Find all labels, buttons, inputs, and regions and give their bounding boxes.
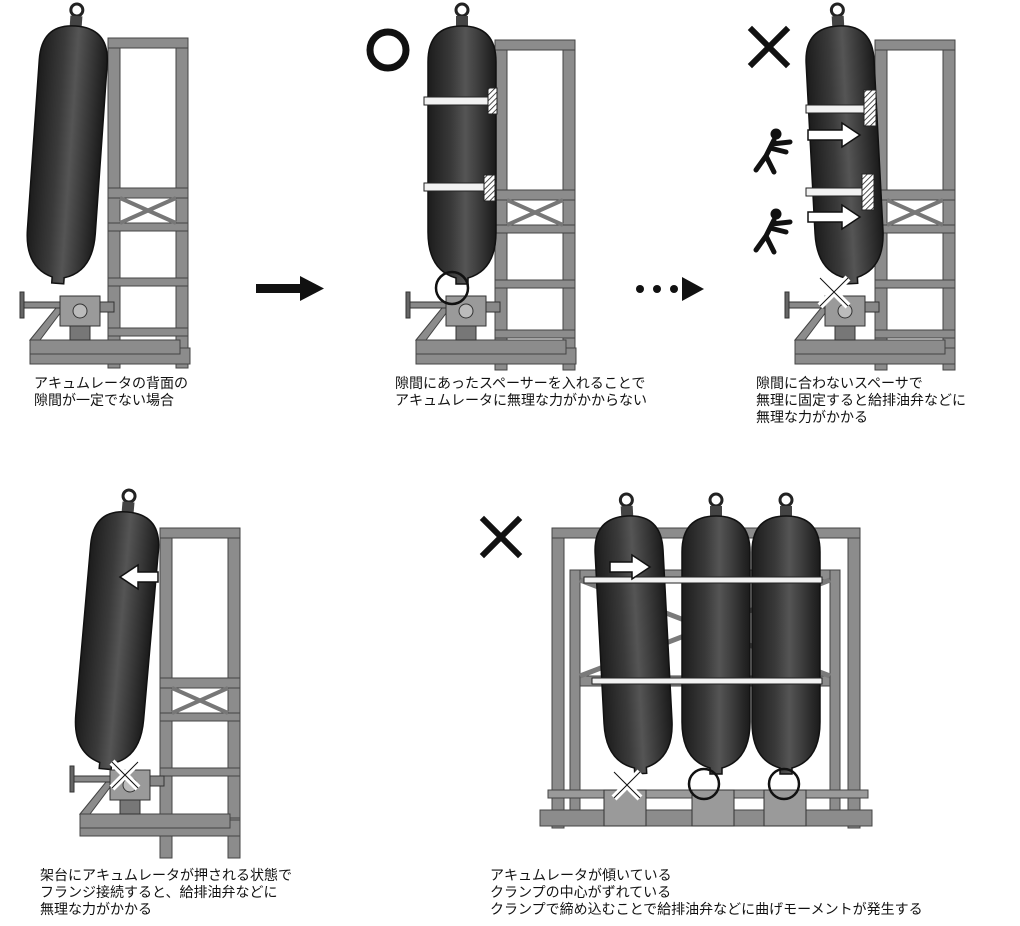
caption-line: 隙間に合わないスペーサで bbox=[756, 376, 923, 392]
caption-line: 隙間が一定でない場合 bbox=[34, 393, 174, 409]
arrow-icon bbox=[256, 276, 324, 301]
bad-mark-icon bbox=[747, 25, 791, 69]
caption-line: アキュムレータの背面の bbox=[34, 376, 188, 392]
case3-illustration bbox=[756, 0, 957, 372]
caption-line: フランジ接続すると、給排油弁などに bbox=[40, 885, 278, 901]
case2-illustration bbox=[405, 2, 577, 372]
caption-case3: 隙間に合わないスペーサで 無理に固定すると給排油弁などに 無理な力がかかる bbox=[756, 376, 966, 427]
caption-line: クランプで締め込むことで給排油弁などに曲げモーメントが発生する bbox=[490, 902, 923, 918]
caption-line: 無理な力がかかる bbox=[756, 410, 868, 426]
case4-illustration bbox=[69, 485, 242, 860]
caption-line: 無理に固定すると給排油弁などに bbox=[756, 393, 966, 409]
caption-case1: アキュムレータの背面の 隙間が一定でない場合 bbox=[34, 376, 188, 410]
caption-line: アキュムレータに無理な力がかからない bbox=[395, 393, 647, 409]
case1-illustration bbox=[19, 0, 191, 370]
ok-connection-circle bbox=[434, 270, 470, 306]
caption-line: 架台にアキュムレータが押される状態で bbox=[40, 868, 292, 884]
caption-line: アキュムレータが傾いている bbox=[490, 868, 672, 884]
bad-mark-icon bbox=[479, 515, 523, 559]
case5-illustration bbox=[539, 490, 873, 829]
caption-case5: アキュムレータが傾いている クランプの中心がずれている クランプで締め込むことで… bbox=[490, 868, 923, 919]
caption-case2: 隙間にあったスペーサーを入れることで アキュムレータに無理な力がかからない bbox=[395, 376, 647, 410]
caption-case4: 架台にアキュムレータが押される状態で フランジ接続すると、給排油弁などに 無理な… bbox=[40, 868, 292, 919]
good-mark-icon bbox=[366, 28, 410, 72]
dotted-arrow-icon bbox=[636, 277, 704, 301]
caption-line: 隙間にあったスペーサーを入れることで bbox=[395, 376, 646, 392]
caption-line: クランプの中心がずれている bbox=[490, 885, 672, 901]
caption-line: 無理な力がかかる bbox=[40, 902, 152, 918]
